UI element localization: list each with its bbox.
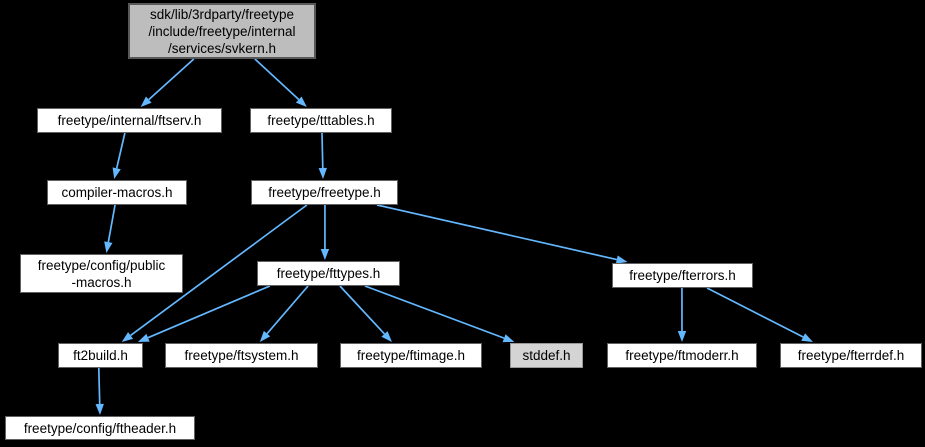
graph-node-fterrdef[interactable]: freetype/fterrdef.h: [780, 343, 922, 368]
node-label: stddef.h: [522, 348, 571, 363]
node-label: freetype/freetype.h: [268, 185, 381, 200]
graph-node-fttypes[interactable]: freetype/fttypes.h: [257, 261, 400, 286]
graph-node-svkern: sdk/lib/3rdparty/freetype /include/freet…: [128, 3, 316, 59]
node-label: freetype/tttables.h: [267, 113, 375, 128]
node-label: freetype/internal/ftserv.h: [57, 113, 202, 128]
node-label: freetype/ftimage.h: [356, 348, 466, 363]
graph-node-ftserv[interactable]: freetype/internal/ftserv.h: [37, 108, 222, 133]
graph-node-ftheader[interactable]: freetype/config/ftheader.h: [5, 416, 195, 440]
graph-node-fterrors[interactable]: freetype/fterrors.h: [612, 263, 753, 288]
node-label: freetype/fttypes.h: [276, 266, 381, 281]
node-label: freetype/config/public -macros.h: [37, 257, 166, 290]
graph-node-ftimage[interactable]: freetype/ftimage.h: [340, 343, 482, 368]
node-label: freetype/fterrors.h: [629, 268, 736, 283]
node-label: freetype/fterrdef.h: [797, 348, 905, 363]
graph-node-ft2build[interactable]: ft2build.h: [58, 343, 143, 368]
node-label: sdk/lib/3rdparty/freetype /include/freet…: [148, 6, 296, 56]
node-label: compiler-macros.h: [61, 185, 173, 200]
graph-node-freetype[interactable]: freetype/freetype.h: [251, 180, 398, 205]
graph-node-ftsystem[interactable]: freetype/ftsystem.h: [165, 343, 318, 368]
node-label: ft2build.h: [73, 348, 128, 363]
node-label: freetype/ftsystem.h: [184, 348, 299, 363]
graph-node-stddef: stddef.h: [510, 343, 583, 368]
graph-node-compiler-macros[interactable]: compiler-macros.h: [47, 180, 187, 205]
graph-node-ftmoderr[interactable]: freetype/ftmoderr.h: [607, 343, 757, 368]
graph-node-tttables[interactable]: freetype/tttables.h: [250, 108, 392, 133]
node-label: freetype/config/ftheader.h: [23, 420, 177, 436]
node-label: freetype/ftmoderr.h: [625, 348, 739, 363]
graph-node-public-macros[interactable]: freetype/config/public -macros.h: [20, 254, 183, 293]
